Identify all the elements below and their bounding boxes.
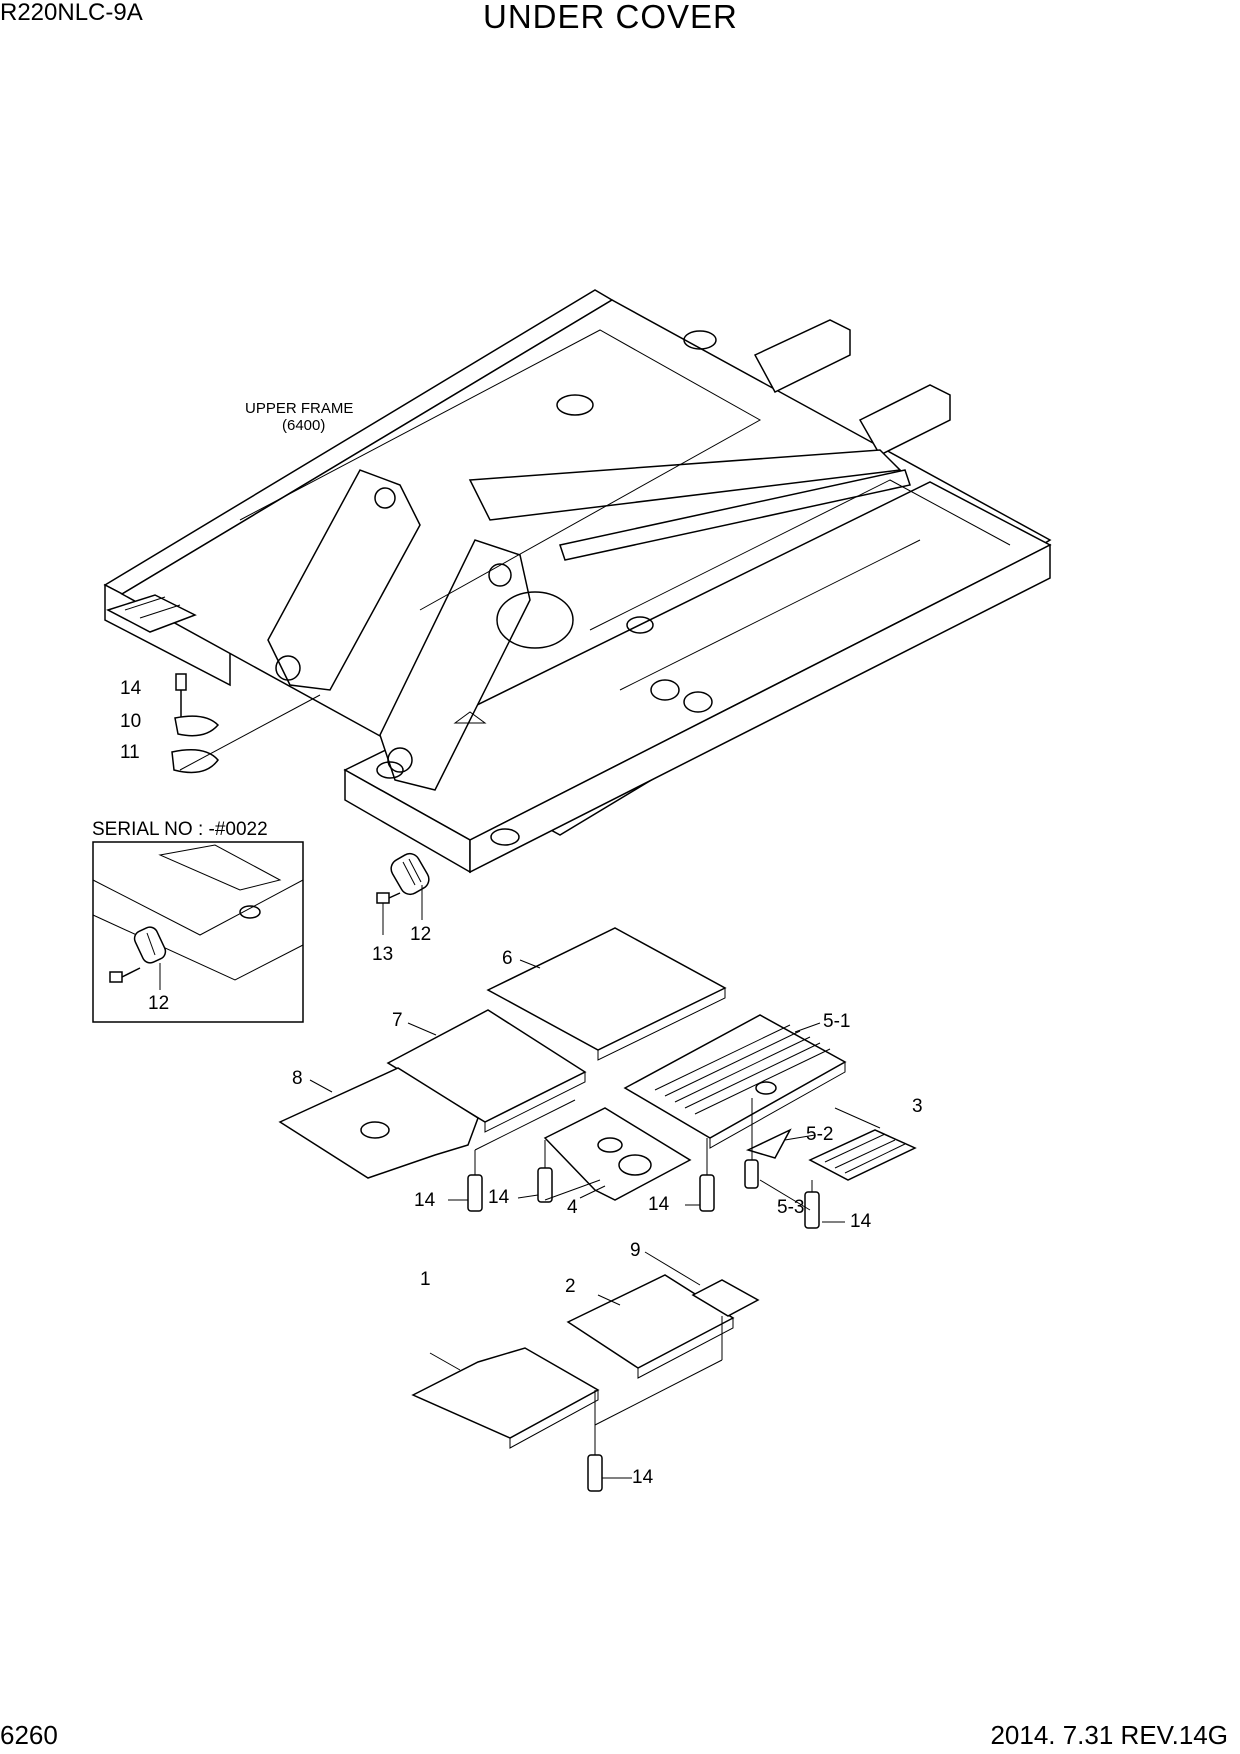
callout-leaders [309, 959, 881, 1479]
callout-12-main: 12 [410, 924, 431, 945]
serial-inset-box [92, 841, 304, 1023]
cover-plates [278, 927, 917, 1449]
callout-8: 8 [292, 1068, 303, 1089]
serial-number-label: SERIAL NO : -#0022 [92, 819, 268, 840]
callout-1: 1 [420, 1269, 431, 1290]
page-number: 6260 [0, 1720, 58, 1750]
callout-10: 10 [120, 711, 141, 732]
callout-14-f: 14 [632, 1467, 654, 1488]
upper-frame-label: UPPER FRAME [245, 400, 353, 417]
callout-5-2: 5-2 [806, 1124, 833, 1145]
callout-3: 3 [912, 1096, 923, 1117]
callout-5-3: 5-3 [777, 1197, 804, 1218]
callout-5-1: 5-1 [823, 1011, 850, 1032]
callout-13: 13 [372, 944, 393, 965]
callout-14-b: 14 [414, 1190, 436, 1211]
callout-14-c: 14 [488, 1187, 510, 1208]
page-title: UNDER COVER [483, 0, 738, 35]
callout-4: 4 [567, 1197, 578, 1218]
plug-and-bolt-group [376, 852, 430, 935]
mount-bolt-group [171, 673, 321, 774]
callout-9: 9 [630, 1240, 641, 1261]
callout-14-d: 14 [648, 1194, 670, 1215]
callout-7: 7 [392, 1010, 403, 1031]
upper-frame-drawing [103, 289, 1052, 874]
callout-11: 11 [120, 742, 140, 763]
callout-14-a: 14 [120, 678, 142, 699]
model-code: R220NLC-9A [0, 0, 143, 26]
revision-date: 2014. 7.31 REV.14G [990, 1720, 1228, 1750]
bolt-stack-group [467, 1098, 820, 1492]
callout-12-inset: 12 [148, 993, 169, 1014]
callout-6: 6 [502, 948, 513, 969]
callout-2: 2 [565, 1276, 576, 1297]
upper-frame-ref-label: (6400) [282, 417, 325, 434]
callout-14-e: 14 [850, 1211, 872, 1232]
